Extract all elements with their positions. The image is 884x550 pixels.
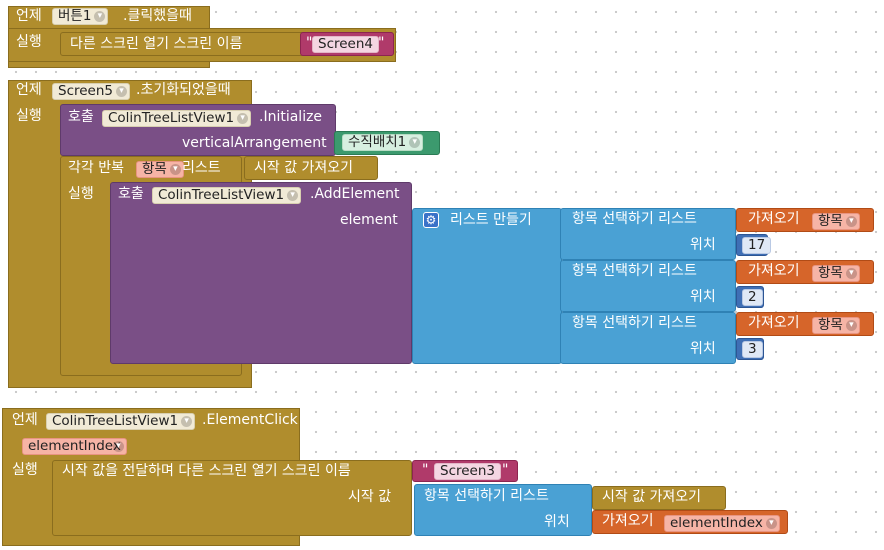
index-number-value[interactable]: 17 (742, 237, 772, 254)
open-screen-with-start-value-block[interactable] (52, 460, 412, 536)
index-label: 위치 (544, 514, 570, 530)
get-variable-dropdown[interactable]: elementIndex (664, 515, 780, 532)
event1-when-label: 언제 (16, 8, 42, 24)
event2-do-label: 실행 (16, 108, 42, 124)
select-list-item-block[interactable] (560, 312, 736, 364)
select-list-item-block[interactable] (560, 208, 736, 260)
quote-close: " (502, 462, 509, 478)
open-screen-with-value-label: 시작 값을 전달하며 다른 스크린 열기 스크린 이름 (62, 463, 351, 479)
make-list-label: 리스트 만들기 (450, 212, 532, 228)
vertical-arrangement-dropdown[interactable]: 수직배치1 (342, 134, 424, 151)
select-list-item-label: 항목 선택하기 리스트 (424, 488, 549, 504)
select-list-item-block[interactable] (560, 260, 736, 312)
quote-open: " (306, 35, 313, 51)
quote-close: " (378, 35, 385, 51)
index-label: 위치 (690, 289, 716, 305)
method-add-element: .AddElement (310, 186, 400, 202)
event2-when-label: 언제 (16, 82, 42, 98)
event3-component-dropdown[interactable]: ColinTreeListView1 (46, 413, 196, 430)
get-variable-dropdown[interactable]: 항목 (812, 213, 860, 230)
open-screen-action-label: 다른 스크린 열기 스크린 이름 (70, 36, 243, 52)
event1-do-label: 실행 (16, 34, 42, 50)
call2-label: 호출 (118, 186, 144, 202)
start-value-label: 시작 값 (348, 489, 392, 505)
select-list-item-label: 항목 선택하기 리스트 (572, 211, 697, 227)
initialize-component-dropdown[interactable]: ColinTreeListView1 (102, 110, 252, 127)
method-initialize: .Initialize (259, 109, 323, 125)
get-variable-dropdown[interactable]: 항목 (812, 317, 860, 334)
screen-name-value[interactable]: Screen3 (434, 463, 502, 480)
add-element-component-dropdown[interactable]: ColinTreeListView1 (152, 187, 302, 204)
event1-component-dropdown[interactable]: 버튼1 (52, 8, 109, 25)
index-label: 위치 (690, 237, 716, 253)
index-number-value[interactable]: 3 (742, 341, 763, 358)
quote-open: " (422, 462, 429, 478)
get-start-value-label: 시작 값 가져오기 (602, 489, 702, 505)
index-number-value[interactable]: 2 (742, 289, 763, 306)
get-start-value-block[interactable] (592, 486, 726, 510)
event2-event-name: .초기화되었을때 (136, 82, 231, 98)
get-label: 가져오기 (602, 513, 654, 529)
get-variable-dropdown[interactable]: 항목 (812, 265, 860, 282)
loop-do-label: 실행 (68, 186, 94, 202)
param-vertical-arrangement: verticalArrangement (182, 135, 327, 151)
mutator-gear-icon[interactable]: ⚙ (423, 212, 439, 228)
call-add-element-block[interactable] (110, 182, 412, 364)
event3-event-name: .ElementClick (202, 412, 298, 428)
get-label: 가져오기 (748, 211, 800, 227)
get-label: 가져오기 (748, 263, 800, 279)
loop-list-label: 리스트 (182, 160, 221, 176)
get-start-value-label: 시작 값 가져오기 (254, 160, 354, 176)
make-a-list-block[interactable] (412, 208, 562, 364)
screen-name-value[interactable]: Screen4 (312, 36, 380, 53)
for-each-label: 각각 반복 (68, 160, 124, 176)
param-element: element (340, 212, 398, 228)
event1-event-name: .클릭했을때 (123, 8, 192, 24)
select-list-item-block[interactable] (414, 484, 592, 536)
loop-item-variable[interactable]: 항목 (136, 161, 184, 178)
event-parameter-element-index[interactable]: elementIndex (22, 438, 127, 455)
event3-when-label: 언제 (12, 412, 38, 428)
get-start-value-block[interactable] (244, 156, 378, 180)
event2-component-dropdown[interactable]: Screen5 (52, 83, 131, 100)
call-label: 호출 (68, 109, 94, 125)
select-list-item-label: 항목 선택하기 리스트 (572, 263, 697, 279)
get-label: 가져오기 (748, 315, 800, 331)
select-list-item-label: 항목 선택하기 리스트 (572, 315, 697, 331)
event3-do-label: 실행 (12, 462, 38, 478)
index-label: 위치 (690, 341, 716, 357)
